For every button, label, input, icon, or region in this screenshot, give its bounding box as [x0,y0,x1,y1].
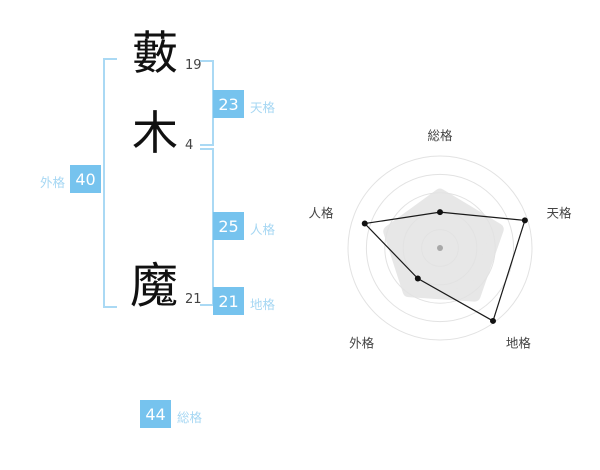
name-char-row: 藪 19 [132,30,202,76]
radar-score-line [363,211,526,322]
radar-axis-label: 人格 [308,205,334,220]
surname-char-2: 木 [132,106,178,160]
jinkaku-value-badge: 25 [213,212,244,240]
jinkaku-label: 人格 [250,222,276,237]
radar-axis-label: 総格 [427,128,453,143]
name-char-row: 魔 21 [130,262,202,310]
surname-char-1: 藪 [132,26,178,80]
radar-point [361,220,368,227]
given-char-1-strokes: 21 [185,292,202,307]
radar-ring [365,173,515,323]
chikaku-value-badge: 21 [213,287,244,315]
jinkaku-bracket [200,148,214,306]
radar-center-dot [437,245,443,251]
tenkaku-bracket [200,60,214,146]
radar-point [414,275,421,282]
tenkaku-label: 天格 [250,100,276,115]
radar-average-area [383,188,504,302]
radar-axis-label: 地格 [506,336,532,351]
radar-chart: 総格天格地格 外格 人格 [300,95,600,395]
tenkaku-value-badge: 23 [213,90,244,118]
soukaku-value-badge: 44 [140,400,171,428]
radar-point [521,217,528,224]
chikaku-label: 地格 [250,297,276,312]
gaikaku-bracket [103,58,117,308]
surname-char-2-strokes: 4 [185,138,194,153]
surname-char-1-strokes: 19 [185,58,202,73]
radar-point [489,317,496,324]
radar-axis-label: 外格 [349,336,375,351]
radar-point [437,209,443,216]
radar-ring [347,155,533,341]
radar-axis-label: 天格 [547,205,573,220]
gaikaku-value-badge: 40 [70,165,101,193]
soukaku-label: 総格 [177,410,203,425]
name-char-row: 木 4 [132,110,193,156]
gaikaku-label: 外格 [40,175,66,190]
given-char-1: 魔 [130,258,179,314]
